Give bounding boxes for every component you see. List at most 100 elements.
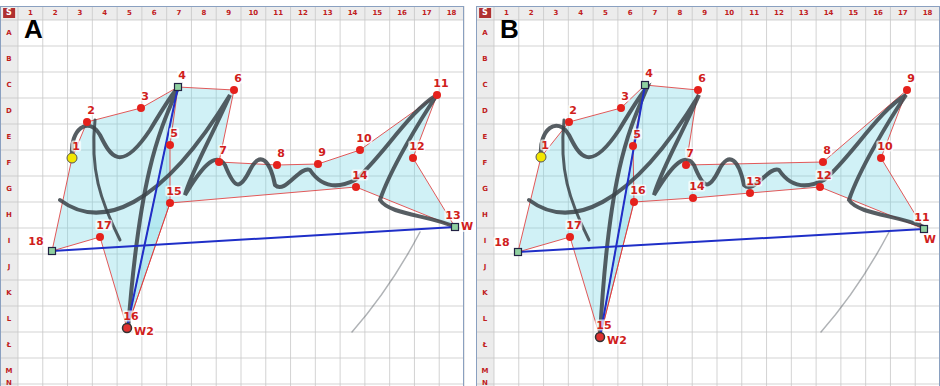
- measure-line: [600, 85, 645, 337]
- feature-point: [433, 91, 441, 99]
- row-letter: J: [484, 264, 487, 271]
- column-number: 13: [799, 10, 809, 17]
- grid-line: [741, 6, 742, 386]
- callout-number: 1: [540, 140, 550, 151]
- row-letter: M: [482, 368, 489, 375]
- column-header-band: [0, 6, 464, 20]
- row-letter: A: [6, 30, 11, 37]
- feature-point: [409, 154, 417, 162]
- callout-number: 10: [876, 141, 893, 152]
- feature-polygon: [518, 85, 924, 337]
- column-number: 14: [348, 10, 358, 17]
- row-letter: Ł: [7, 342, 12, 349]
- column-number: 4: [578, 10, 583, 17]
- grid-line: [0, 332, 464, 333]
- callout-number: 7: [218, 145, 228, 156]
- column-number: 8: [201, 10, 206, 17]
- column-number: 6: [152, 10, 157, 17]
- row-letter: E: [483, 134, 488, 141]
- grid-line: [476, 332, 940, 333]
- anchor-point: [642, 82, 649, 89]
- callout-number: 2: [86, 105, 96, 116]
- column-number: 15: [372, 10, 382, 17]
- callout-number: 3: [140, 91, 150, 102]
- grid-line: [476, 358, 940, 359]
- corner-header: S: [479, 8, 491, 18]
- point-markers: [49, 82, 928, 342]
- grid-line: [0, 384, 464, 385]
- anchor-point: [921, 226, 928, 233]
- row-letter: L: [7, 316, 11, 323]
- panel-letter: A: [24, 16, 43, 42]
- feature-point: [903, 86, 911, 94]
- panel-letter: B: [500, 16, 519, 42]
- callout-number: 16: [629, 185, 646, 196]
- grid-line: [476, 384, 940, 385]
- row-letter: H: [6, 212, 12, 219]
- callout-number: 17: [95, 220, 112, 231]
- feature-point: [877, 154, 885, 162]
- grid-line: [0, 254, 464, 255]
- measure-line: [127, 87, 178, 328]
- grid-line: [476, 306, 940, 307]
- measure-line: [52, 227, 455, 251]
- column-number: 1: [28, 10, 33, 17]
- feature-point: [816, 183, 824, 191]
- callout-label: W: [460, 221, 474, 232]
- column-number: 18: [923, 10, 933, 17]
- callout-number: 7: [685, 148, 695, 159]
- callout-number: 6: [697, 73, 707, 84]
- row-letter: E: [7, 134, 12, 141]
- row-letter: N: [6, 380, 12, 386]
- column-number: 13: [323, 10, 333, 17]
- corner-header: S: [3, 8, 15, 18]
- row-header-band: [476, 6, 494, 386]
- callout-number: 3: [620, 91, 630, 102]
- row-letter: J: [8, 264, 11, 271]
- feature-point: [819, 158, 827, 166]
- feature-point: [273, 161, 281, 169]
- grid-line: [0, 280, 464, 281]
- column-number: 11: [273, 10, 283, 17]
- column-number: 17: [898, 10, 908, 17]
- column-number: 11: [749, 10, 759, 17]
- signature-stroke: [60, 88, 924, 336]
- column-number: 18: [447, 10, 457, 17]
- callout-number: 6: [233, 73, 243, 84]
- column-number: 12: [298, 10, 308, 17]
- column-number: 5: [127, 10, 132, 17]
- feature-point: [694, 86, 702, 94]
- grid-line: [0, 358, 464, 359]
- grid-line: [315, 6, 316, 386]
- feature-point: [630, 198, 638, 206]
- row-letter: M: [6, 368, 13, 375]
- callout-number: 9: [906, 73, 916, 84]
- feature-point: [166, 141, 174, 149]
- callout-number: 18: [27, 236, 44, 247]
- callout-label: W2: [133, 326, 155, 337]
- row-letter: C: [482, 82, 487, 89]
- column-number: 3: [78, 10, 83, 17]
- row-letter: K: [6, 290, 11, 297]
- column-number: 1: [504, 10, 509, 17]
- row-letter: H: [482, 212, 488, 219]
- feature-point: [682, 161, 690, 169]
- callout-number: 11: [913, 212, 930, 223]
- column-number: 16: [873, 10, 883, 17]
- grid-line: [476, 254, 940, 255]
- row-letter: G: [482, 186, 488, 193]
- column-number: 17: [422, 10, 432, 17]
- column-number: 2: [529, 10, 534, 17]
- feature-point: [352, 183, 360, 191]
- callout-number: 5: [632, 129, 642, 140]
- row-letter: N: [482, 380, 488, 386]
- start-point: [536, 152, 546, 162]
- grid-line: [364, 6, 365, 386]
- row-letter: C: [6, 82, 11, 89]
- callout-number: 12: [408, 141, 425, 152]
- row-letter: D: [482, 108, 488, 115]
- callout-number: 14: [688, 181, 705, 192]
- grid-line: [476, 72, 940, 73]
- column-number: 14: [824, 10, 834, 17]
